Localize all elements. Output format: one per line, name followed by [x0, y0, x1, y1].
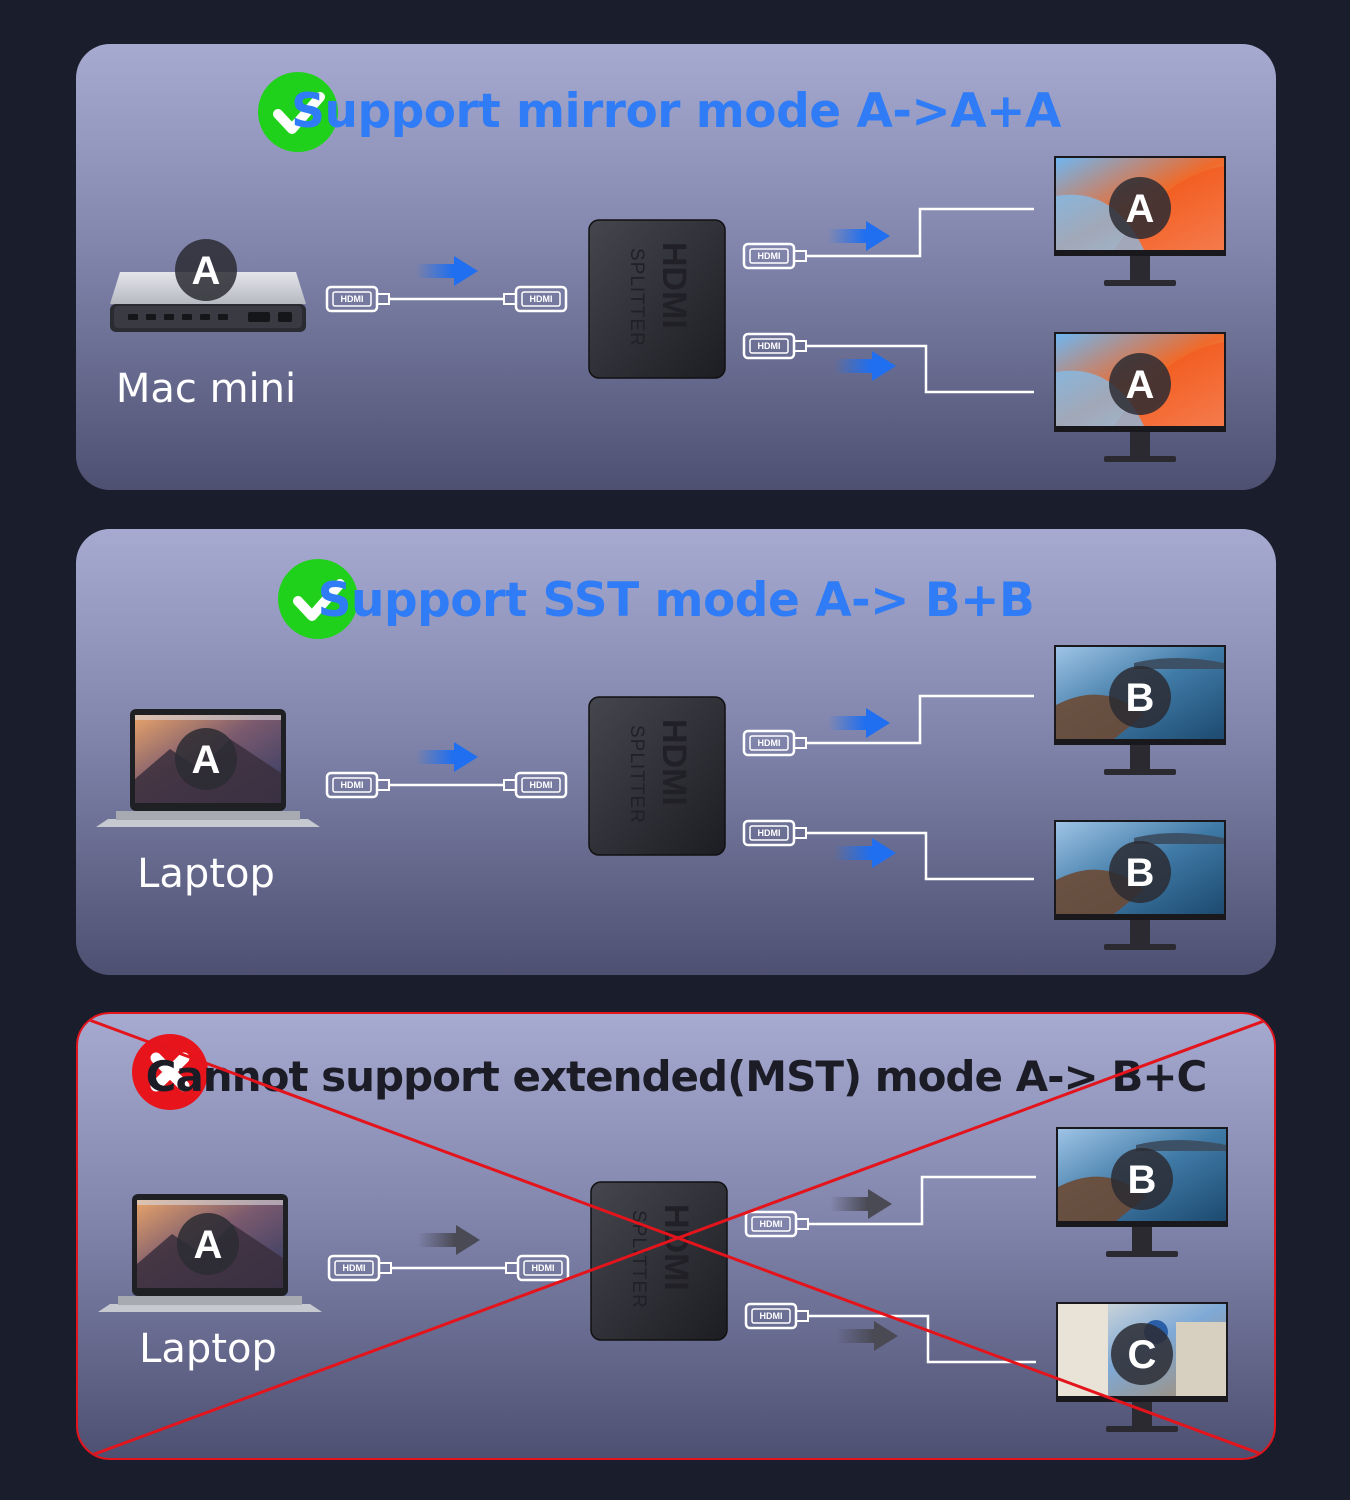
hdmi-plug-label: HDMI: [758, 251, 781, 261]
diagram-mirror-mode: A HDMI HDMI HDMI SPLITTER HDMI HDMI A A: [110, 72, 1226, 462]
cross-line: [83, 1016, 1273, 1458]
hdmi-splitter-device: HDMI SPLITTER: [588, 696, 726, 856]
hdmi-plug-icon: HDMI: [744, 1210, 809, 1238]
letter-badge-text: B: [1126, 851, 1155, 895]
letter-badge: [175, 728, 237, 790]
hdmi-plug-label: HDMI: [758, 828, 781, 838]
hdmi-plug-label: HDMI: [758, 341, 781, 351]
diagram-sst-mode: A HDMI HDMI HDMI SPLITTER HDMI HDMI B B: [96, 559, 1226, 950]
cable-line: [806, 344, 1034, 394]
letter-badge: [1111, 1323, 1173, 1385]
splitter-logo-text: HDMI: [655, 242, 693, 329]
splitter-logo-text: HDMI: [655, 719, 693, 806]
hdmi-plug-icon: HDMI: [742, 729, 807, 757]
hdmi-splitter-device: HDMI SPLITTER: [588, 219, 726, 379]
hdmi-plug-label: HDMI: [530, 294, 553, 304]
letter-badge-text: A: [1126, 187, 1155, 231]
cable-line: [806, 831, 1034, 881]
source-label: Laptop: [139, 1326, 277, 1372]
hdmi-plug-icon: HDMI: [505, 1254, 570, 1282]
cable-line: [806, 207, 1034, 258]
letter-badge-text: A: [192, 249, 221, 293]
cable-line: [806, 694, 1034, 745]
monitor-icon: [1054, 820, 1226, 950]
splitter-label-text: SPLITTER: [626, 248, 647, 347]
letter-badge-text: A: [194, 1223, 223, 1267]
panel-title: Cannot support extended(MST) mode A-> B+…: [145, 1052, 1208, 1101]
panel-sst-mode: A HDMI HDMI HDMI SPLITTER HDMI HDMI B B Support …: [76, 529, 1276, 975]
panel-title: Support mirror mode A->A+A: [291, 84, 1061, 139]
splitter-logo-text: HDMI: [657, 1204, 695, 1291]
hdmi-plug-label: HDMI: [760, 1311, 783, 1321]
mac-mini-icon: [110, 272, 306, 332]
letter-badge: [1109, 177, 1171, 239]
letter-badge-text: B: [1128, 1158, 1157, 1202]
hdmi-plug-label: HDMI: [532, 1263, 555, 1273]
check-circle-icon: [278, 559, 358, 639]
arrow-right-icon: [416, 742, 478, 772]
hdmi-plug-label: HDMI: [341, 294, 364, 304]
hdmi-plug-icon: HDMI: [742, 819, 807, 847]
hdmi-plug-label: HDMI: [343, 1263, 366, 1273]
arrow-right-icon: [836, 1321, 898, 1351]
arrow-right-icon: [834, 351, 896, 381]
letter-badge: [1111, 1148, 1173, 1210]
hdmi-plug-icon: HDMI: [503, 771, 568, 799]
hdmi-plug-label: HDMI: [530, 780, 553, 790]
letter-badge: [1109, 666, 1171, 728]
hdmi-splitter-device: HDMI SPLITTER: [590, 1181, 728, 1341]
hdmi-plug-label: HDMI: [341, 780, 364, 790]
panel-mst-mode: A HDMI HDMI HDMI SPLITTER HDMI HDMI B C Cannot s…: [76, 1012, 1276, 1460]
arrow-right-icon: [416, 256, 478, 286]
letter-badge: [175, 239, 237, 301]
letter-badge: [177, 1213, 239, 1275]
arrow-right-icon: [828, 221, 890, 251]
letter-badge: [1109, 841, 1171, 903]
letter-badge-text: A: [1126, 363, 1155, 407]
hdmi-plug-label: HDMI: [758, 738, 781, 748]
panel-mirror-mode: A HDMI HDMI HDMI SPLITTER HDMI HDMI A A Support …: [76, 44, 1276, 490]
hdmi-plug-icon: HDMI: [742, 242, 807, 270]
letter-badge: [1109, 353, 1171, 415]
arrow-right-icon: [418, 1225, 480, 1255]
arrow-right-icon: [830, 1189, 892, 1219]
letter-badge-text: C: [1128, 1333, 1157, 1377]
source-label: Mac mini: [115, 366, 297, 412]
check-circle-icon: [258, 72, 338, 152]
diagram-mst-mode: A HDMI HDMI HDMI SPLITTER HDMI HDMI B C: [98, 1034, 1228, 1432]
splitter-label-text: SPLITTER: [628, 1210, 649, 1309]
arrow-right-icon: [834, 838, 896, 868]
source-label: Laptop: [137, 851, 275, 897]
arrow-right-icon: [828, 708, 890, 738]
red-cross-overlay: [83, 1016, 1273, 1458]
hdmi-plug-icon: HDMI: [503, 285, 568, 313]
x-circle-icon: [132, 1034, 208, 1110]
hdmi-plug-icon: HDMI: [325, 285, 390, 313]
cable-line: [808, 1175, 1036, 1226]
panel-title: Support SST mode A-> B+B: [317, 573, 1035, 628]
hdmi-plug-icon: HDMI: [742, 332, 807, 360]
splitter-label-text: SPLITTER: [626, 725, 647, 824]
hdmi-plug-label: HDMI: [760, 1219, 783, 1229]
letter-badge-text: A: [192, 738, 221, 782]
letter-badge-text: B: [1126, 676, 1155, 720]
hdmi-plug-icon: HDMI: [325, 771, 390, 799]
cable-line: [808, 1314, 1036, 1364]
